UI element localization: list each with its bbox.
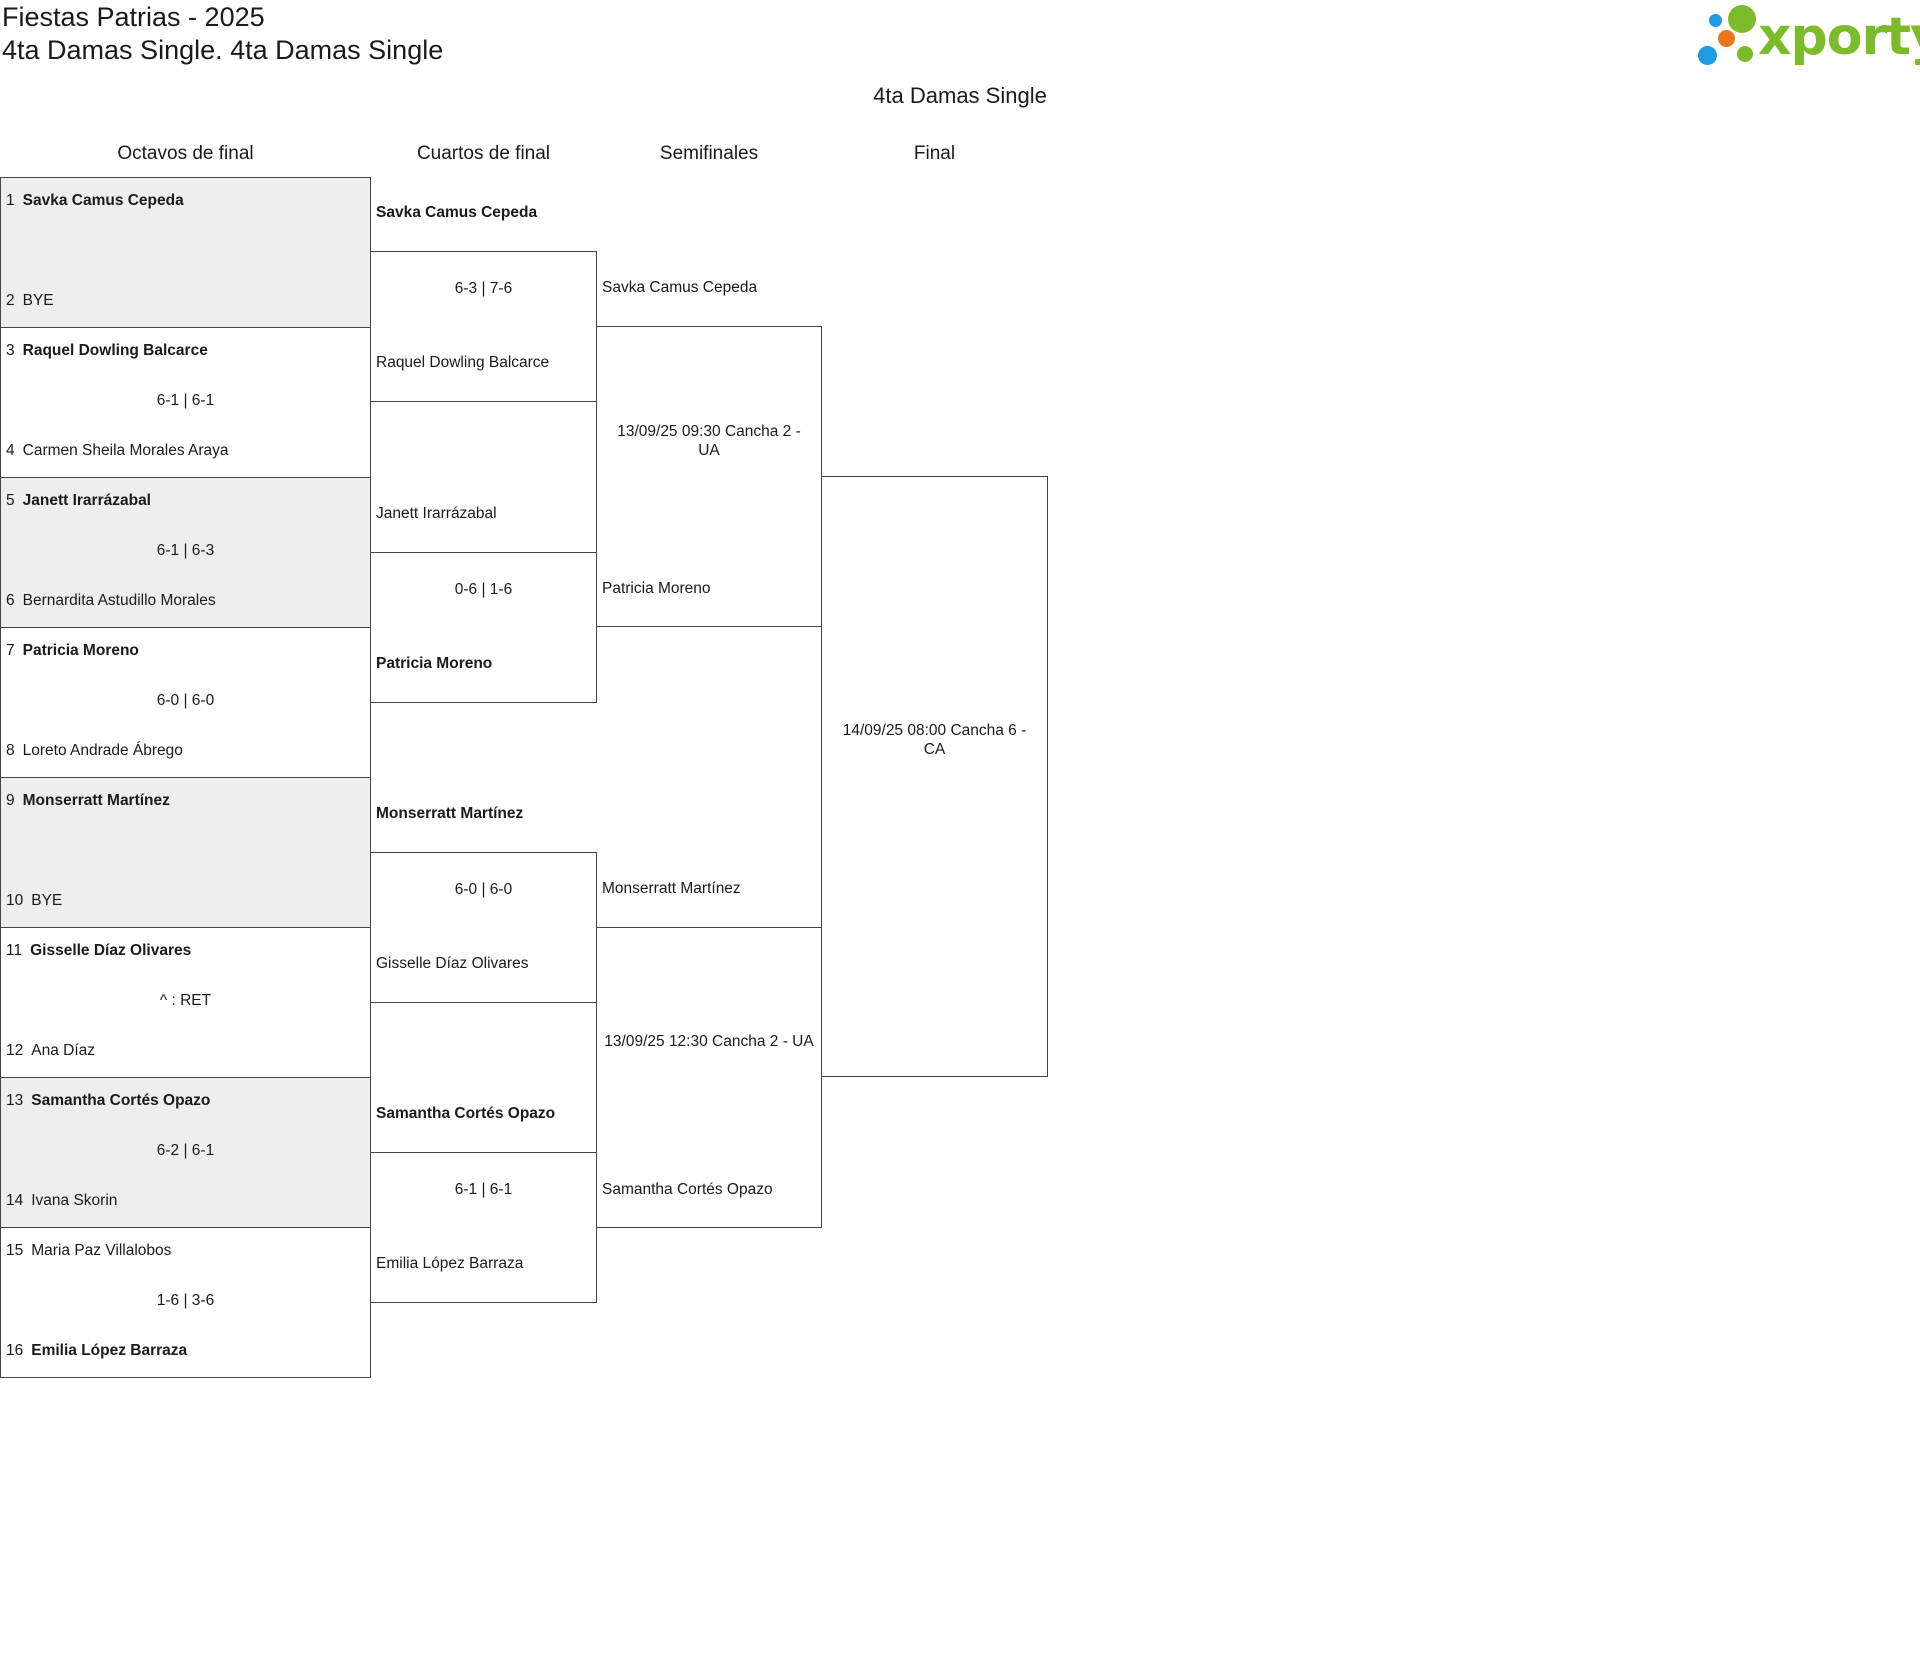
logo-dot-blue-large xyxy=(1698,46,1717,65)
cuartos-3-player-1: Monserratt Martínez xyxy=(376,805,524,822)
match-player-2: Samantha Cortés Opazo xyxy=(602,1181,773,1198)
cuartos-4-player-1: Samantha Cortés Opazo xyxy=(376,1105,556,1122)
match-player-2: Raquel Dowling Balcarce xyxy=(376,354,550,371)
cuartos-2-player-1: Janett Irarrázabal xyxy=(376,505,497,522)
match-player-2: Gisselle Díaz Olivares xyxy=(376,955,529,972)
match-score: ^ : RET xyxy=(159,992,212,1009)
round-header-semifinales: Semifinales xyxy=(659,143,759,164)
match-player-2: Emilia López Barraza xyxy=(376,1255,524,1272)
xporty-logo[interactable]: xporty xyxy=(1695,2,1920,68)
round-header-octavos: Octavos de final xyxy=(117,143,254,164)
bracket-title: 4ta Damas Single xyxy=(873,83,1047,108)
match-player-2: Patricia Moreno xyxy=(602,580,711,597)
round-header-final: Final xyxy=(913,143,956,164)
tournament-title: Fiestas Patrias - 2025 xyxy=(2,2,265,32)
match-score: 6-1 | 6-1 xyxy=(156,392,215,409)
match-score: 6-0 | 6-0 xyxy=(156,692,215,709)
match-info: 14/09/25 08:00 Cancha 6 - CA xyxy=(842,722,1027,758)
logo-dot-blue-small xyxy=(1709,14,1722,27)
semis-2-player-1: Monserratt Martínez xyxy=(602,880,741,897)
cuartos-match-2[interactable]: 0-6 | 1-6 Patricia Moreno xyxy=(370,552,597,703)
match-score: 6-2 | 6-1 xyxy=(156,1142,215,1159)
final-match[interactable]: 14/09/25 08:00 Cancha 6 - CA xyxy=(821,476,1048,1077)
logo-dot-green-small xyxy=(1737,46,1753,62)
match-score: 6-1 | 6-3 xyxy=(156,542,215,559)
match-score: 6-0 | 6-0 xyxy=(454,881,513,898)
round-header-cuartos: Cuartos de final xyxy=(416,143,551,164)
logo-dot-green xyxy=(1728,5,1756,33)
match-info: 13/09/25 12:30 Cancha 2 - UA xyxy=(604,1033,814,1050)
match-score: 0-6 | 1-6 xyxy=(454,581,513,598)
cuartos-match-1[interactable]: 6-3 | 7-6 Raquel Dowling Balcarce xyxy=(370,251,597,402)
match-score: 1-6 | 3-6 xyxy=(156,1292,215,1309)
match-info: 13/09/25 09:30 Cancha 2 - UA xyxy=(617,423,801,459)
logo-dot-orange xyxy=(1718,30,1735,47)
match-score: 6-1 | 6-1 xyxy=(454,1181,513,1198)
semis-match-1[interactable]: 13/09/25 09:30 Cancha 2 - UA Patricia Mo… xyxy=(596,326,822,627)
logo-text: xporty xyxy=(1758,7,1920,67)
cuartos-1-player-1: Savka Camus Cepeda xyxy=(376,204,538,221)
semis-1-player-1: Savka Camus Cepeda xyxy=(602,279,758,296)
match-score: 6-3 | 7-6 xyxy=(454,280,513,297)
cuartos-match-3[interactable]: 6-0 | 6-0 Gisselle Díaz Olivares xyxy=(370,852,597,1003)
cuartos-match-4[interactable]: 6-1 | 6-1 Emilia López Barraza xyxy=(370,1152,597,1303)
semis-match-2[interactable]: 13/09/25 12:30 Cancha 2 - UA Samantha Co… xyxy=(596,927,822,1228)
category-title: 4ta Damas Single. 4ta Damas Single xyxy=(2,35,444,65)
match-player-2: Patricia Moreno xyxy=(376,655,493,672)
